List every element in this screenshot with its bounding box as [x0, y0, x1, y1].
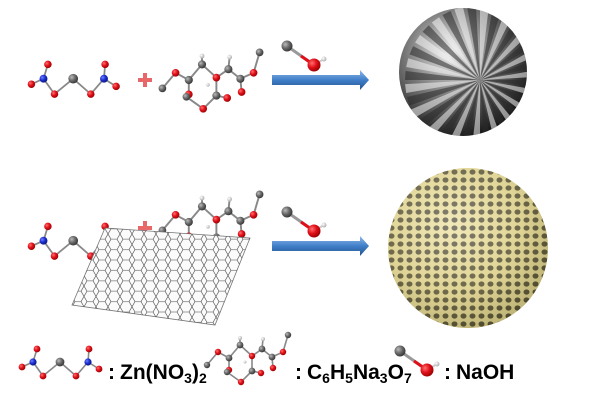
flower-blade [422, 25, 480, 81]
zno-graphene-hollow-sphere [388, 168, 548, 328]
flower-blade [409, 46, 480, 80]
flower-blade [458, 80, 480, 136]
reaction-arrow-icon [272, 70, 369, 90]
flower-blade [480, 80, 527, 126]
flower-blade [434, 80, 480, 136]
flower-blade [425, 80, 480, 136]
flower-blade [405, 80, 480, 94]
naoh-molecule [280, 39, 328, 73]
flower-blade [480, 80, 527, 102]
reaction-arrow-icon [272, 236, 369, 256]
flower-blade [454, 8, 480, 80]
flower-blade [411, 80, 480, 118]
row-2-reaction [26, 168, 548, 328]
flower-blade [415, 34, 480, 80]
flower-blade [406, 80, 480, 106]
flower-blade [480, 54, 527, 80]
flower-blade [480, 9, 514, 80]
flower-blade [480, 8, 502, 80]
flower-blade [417, 80, 480, 129]
flower-blade [480, 80, 527, 114]
naoh-molecule [280, 205, 328, 239]
legend-zn-nitrate-label: :Zn(NO3)2 [108, 361, 207, 386]
flower-blade [406, 58, 480, 80]
sodium-citrate-molecule [157, 47, 265, 114]
flower-blade [480, 42, 527, 80]
flower-blade [480, 31, 527, 80]
graphene-oxide-sheet [71, 227, 251, 326]
flower-blade [446, 80, 480, 136]
flower-blade [471, 80, 480, 136]
legend-citrate-molecule [203, 330, 293, 387]
flower-blade [480, 66, 527, 80]
flower-blade [480, 80, 494, 136]
flower-blade [480, 80, 527, 89]
row-1-reaction [26, 8, 527, 136]
flower-blade [405, 71, 480, 80]
legend: :Zn(NO3)2 :C6H5Na3O7 :NaOH [17, 330, 514, 387]
flower-blade [480, 8, 489, 80]
zn-nitrate-molecule [26, 59, 121, 99]
plus-icon [138, 73, 152, 87]
flower-blade [466, 8, 480, 80]
flower-blade [431, 17, 480, 80]
legend-citrate-label: :C6H5Na3O7 [295, 361, 412, 386]
flower-blade [442, 11, 480, 81]
zno-flower-sphere [399, 8, 527, 136]
legend-zn-nitrate-molecule [17, 344, 104, 381]
legend-naoh-label: :NaOH [444, 361, 514, 384]
